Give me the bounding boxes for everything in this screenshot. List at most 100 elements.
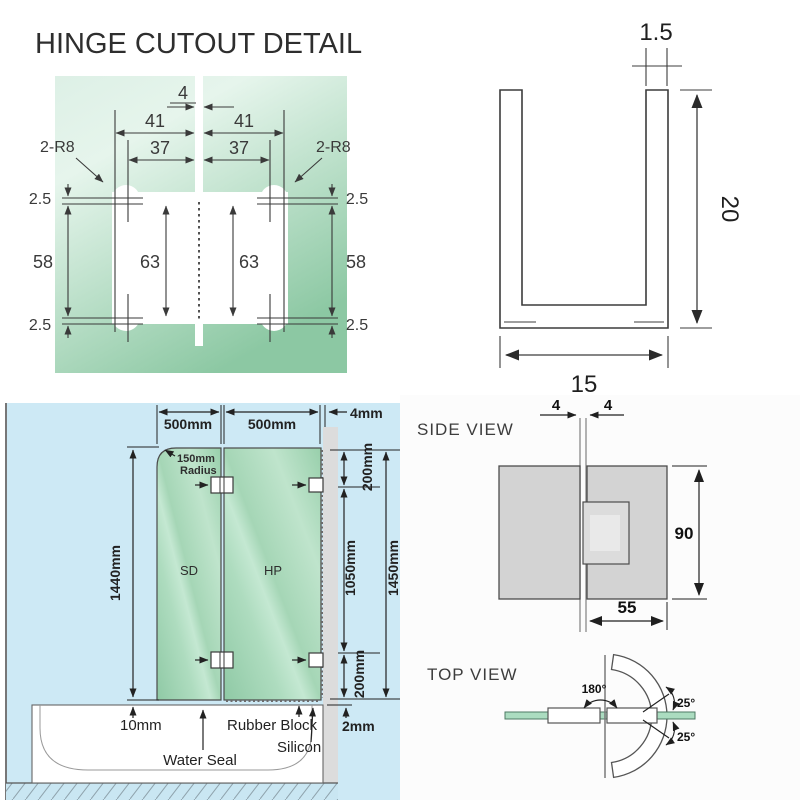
svg-text:500mm: 500mm <box>164 416 212 432</box>
dim-90: 90 <box>672 465 707 600</box>
dim-200-top: 200mm <box>340 443 375 491</box>
svg-text:200mm: 200mm <box>351 650 367 698</box>
dim-63-left: 63 <box>140 205 170 317</box>
glass-screen: SD HP <box>156 447 323 702</box>
svg-text:37: 37 <box>229 138 249 158</box>
dim-25deg-top: 25° <box>642 686 695 713</box>
floor <box>6 782 338 800</box>
dim-1050: 1050mm <box>340 488 358 652</box>
svg-text:2.5: 2.5 <box>29 191 51 208</box>
dim-63-right: 63 <box>229 205 259 317</box>
svg-text:Rubber Block: Rubber Block <box>227 717 318 734</box>
views-drawing: SIDE VIEW 4 4 90 <box>400 395 800 800</box>
dim-41-left: 41 <box>115 111 195 137</box>
dim-2mm: 2mm <box>342 707 375 734</box>
dim-height-20: 20 <box>680 89 743 329</box>
top-view-drawing: 180° 25° 25° <box>504 653 696 779</box>
views-panel: SIDE VIEW 4 4 90 <box>400 395 800 800</box>
dim-4-right: 4 <box>589 397 624 419</box>
wall-bracket-top <box>292 477 324 493</box>
dim-2.5-right-top: 2.5 <box>328 184 368 208</box>
glass-hinge-top <box>195 476 234 494</box>
svg-text:63: 63 <box>140 252 160 272</box>
svg-text:25°: 25° <box>677 730 695 744</box>
panel-label-sd: SD <box>180 563 198 578</box>
label-radius: 150mm Radius <box>164 449 217 477</box>
u-channel-outline <box>499 89 669 329</box>
dim-width-15: 15 <box>499 336 669 398</box>
svg-text:25°: 25° <box>677 696 695 710</box>
channel-profile-panel: 1.5 20 15 <box>400 0 800 400</box>
svg-text:Radius: Radius <box>180 465 217 477</box>
label-water-seal: Water Seal <box>163 709 237 769</box>
dim-500-right: 500mm <box>225 408 319 432</box>
page-title: HINGE CUTOUT DETAIL <box>35 28 362 60</box>
svg-text:1050mm: 1050mm <box>342 540 358 596</box>
dim-37-left: 37 <box>128 138 195 164</box>
extension-lines <box>62 110 338 342</box>
svg-text:55: 55 <box>618 598 637 617</box>
hinge-cutout-panel: HINGE CUTOUT DETAIL 4 <box>0 0 400 400</box>
dim-25deg-bottom: 25° <box>642 719 695 746</box>
hinge-plate-left <box>498 465 581 600</box>
svg-text:4mm: 4mm <box>350 405 383 421</box>
hinge-plan-right <box>606 707 658 724</box>
svg-text:180°: 180° <box>582 682 607 696</box>
top-view-title: TOP VIEW <box>427 665 518 684</box>
hinge-cutout-drawing: HINGE CUTOUT DETAIL 4 <box>29 28 368 373</box>
dim-500-left: 500mm <box>158 408 220 432</box>
hinge-plan-left <box>547 707 601 724</box>
label-2r8-right: 2-R8 <box>294 139 351 183</box>
svg-text:2-R8: 2-R8 <box>316 139 351 156</box>
dim-4mm: 4mm <box>328 405 383 421</box>
svg-text:63: 63 <box>239 252 259 272</box>
glass-panel-cutout <box>55 76 347 373</box>
svg-text:200mm: 200mm <box>359 443 375 491</box>
svg-text:4: 4 <box>552 397 561 414</box>
label-rubber-block: Rubber Block <box>227 705 318 734</box>
dim-58-right: 58 <box>328 205 366 317</box>
svg-text:1.5: 1.5 <box>639 19 672 46</box>
label-2r8-left: 2-R8 <box>40 139 104 183</box>
dim-10mm: 10mm <box>120 706 162 734</box>
wall-bracket-bottom <box>292 652 324 668</box>
glass-hinge-bottom <box>195 651 234 669</box>
svg-text:41: 41 <box>145 111 165 131</box>
side-view-title: SIDE VIEW <box>417 420 514 439</box>
dim-37-right: 37 <box>203 138 270 164</box>
svg-text:10mm: 10mm <box>120 717 162 734</box>
svg-text:2.5: 2.5 <box>29 317 51 334</box>
svg-text:1450mm: 1450mm <box>385 540 401 596</box>
svg-text:4: 4 <box>604 397 613 414</box>
dim-1450: 1450mm <box>382 451 401 698</box>
panel-label-hp: HP <box>264 563 282 578</box>
bathtub <box>31 704 324 784</box>
svg-text:Silicon: Silicon <box>277 739 321 756</box>
svg-text:150mm: 150mm <box>177 453 215 465</box>
svg-text:1440mm: 1440mm <box>107 545 123 601</box>
dim-thickness-1.5: 1.5 <box>632 19 682 86</box>
hinges <box>195 476 324 669</box>
installation-panel: SD HP <box>0 395 412 800</box>
svg-text:2mm: 2mm <box>342 718 375 734</box>
dim-gap-4: 4 <box>167 83 234 111</box>
svg-text:4: 4 <box>178 83 188 103</box>
side-view-drawing: 4 4 90 55 <box>498 397 707 632</box>
svg-text:2-R8: 2-R8 <box>40 139 75 156</box>
svg-text:20: 20 <box>716 196 743 223</box>
svg-text:58: 58 <box>33 252 53 272</box>
dim-1440: 1440mm <box>107 449 137 698</box>
svg-text:41: 41 <box>234 111 254 131</box>
install-extension-lines <box>127 405 400 706</box>
svg-text:500mm: 500mm <box>248 416 296 432</box>
dim-41-right: 41 <box>203 111 284 137</box>
dim-2.5-left-top: 2.5 <box>29 184 72 208</box>
dim-55: 55 <box>589 598 668 630</box>
wall <box>323 427 338 783</box>
dim-2.5-left-bottom: 2.5 <box>29 317 72 338</box>
svg-text:15: 15 <box>571 371 598 395</box>
installation-drawing: SD HP <box>5 403 411 800</box>
dim-180deg: 180° <box>582 682 618 709</box>
dim-4-left: 4 <box>540 397 577 419</box>
